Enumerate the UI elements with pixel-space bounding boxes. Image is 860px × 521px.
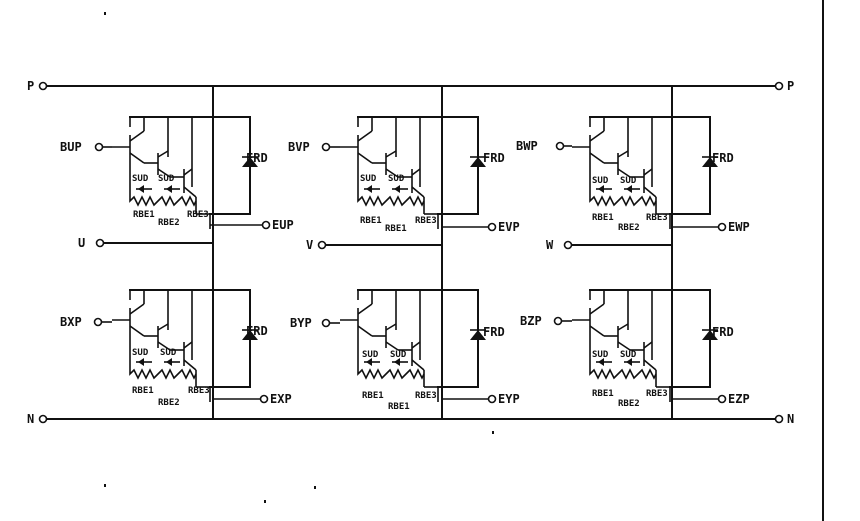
sud2-vp: SUD — [388, 174, 405, 184]
bxp-label: BXP — [60, 315, 82, 329]
exp-label: EXP — [270, 392, 292, 406]
bwp-terminal[interactable] — [555, 141, 565, 151]
rbe3-zp: RBE3 — [646, 389, 668, 399]
module-yp: BYP FRD SUD SUD RBE1 RBE1 RBE3 EYP — [290, 289, 520, 412]
sud2-zp: SUD — [620, 350, 637, 360]
w-label: W — [546, 238, 554, 252]
output-u: U — [78, 236, 214, 250]
eup-label: EUP — [272, 218, 294, 232]
n-right-label: N — [787, 412, 794, 426]
rbe2-zp: RBE2 — [618, 399, 640, 409]
sud2-xp: SUD — [160, 348, 177, 358]
rbe3-up: RBE3 — [187, 210, 209, 220]
sud2-wp: SUD — [620, 176, 637, 186]
exp-terminal[interactable] — [259, 394, 269, 404]
sud1-zp: SUD — [592, 350, 609, 360]
bup-terminal[interactable] — [94, 142, 104, 152]
rbe2-yp: RBE1 — [388, 402, 410, 412]
eup-terminal[interactable] — [261, 220, 271, 230]
module-vp: BVP FRD SUD SUD RBE1 RBE1 RBE3 EVP — [288, 116, 520, 234]
ezp-terminal[interactable] — [717, 394, 727, 404]
p-left-label: P — [27, 79, 34, 93]
sud1-xp: SUD — [132, 348, 149, 358]
frd-label-xp: FRD — [246, 324, 268, 338]
bup-label: BUP — [60, 140, 82, 154]
frd-label-vp: FRD — [483, 151, 505, 165]
frd-label-wp: FRD — [712, 151, 734, 165]
rbe2-wp: RBE2 — [618, 223, 640, 233]
bvp-label: BVP — [288, 140, 310, 154]
v-label: V — [306, 238, 313, 252]
p-left-terminal[interactable] — [38, 81, 48, 91]
eyp-terminal[interactable] — [487, 394, 497, 404]
v-terminal[interactable] — [317, 240, 327, 250]
scan-specks — [104, 12, 494, 503]
rbe2-up: RBE2 — [158, 218, 180, 228]
rbe3-vp: RBE3 — [415, 216, 437, 226]
sud1-yp: SUD — [362, 350, 379, 360]
output-v: V — [306, 238, 443, 252]
phase-verticals — [212, 85, 673, 420]
evp-label: EVP — [498, 220, 520, 234]
rbe3-yp: RBE3 — [415, 391, 437, 401]
module-wp: BWP FRD SUD SUD RBE1 RBE2 RBE3 EWP — [516, 116, 750, 234]
frd-label-yp: FRD — [483, 325, 505, 339]
byp-label: BYP — [290, 316, 312, 330]
n-left-label: N — [27, 412, 34, 426]
sud1-up: SUD — [132, 174, 149, 184]
bzp-label: BZP — [520, 314, 542, 328]
bwp-label: BWP — [516, 139, 538, 153]
rbe1-zp: RBE1 — [592, 389, 614, 399]
module-zp: BZP FRD SUD SUD RBE1 RBE2 RBE3 EZP — [520, 289, 750, 409]
rbe3-xp: RBE3 — [188, 386, 210, 396]
p-rail: P P — [27, 79, 794, 93]
bxp-terminal[interactable] — [93, 317, 103, 327]
rbe2-xp: RBE2 — [158, 398, 180, 408]
ezp-label: EZP — [728, 392, 750, 406]
bzp-terminal[interactable] — [553, 316, 563, 326]
frd-label-zp: FRD — [712, 325, 734, 339]
bvp-terminal[interactable] — [321, 142, 331, 152]
rbe2-vp: RBE1 — [385, 224, 407, 234]
rbe1-xp: RBE1 — [132, 386, 154, 396]
sud1-wp: SUD — [592, 176, 609, 186]
rbe3-wp: RBE3 — [646, 213, 668, 223]
p-right-terminal[interactable] — [774, 81, 784, 91]
n-rail: N N — [27, 412, 794, 426]
n-left-terminal[interactable] — [38, 414, 48, 424]
u-terminal[interactable] — [95, 238, 105, 248]
module-xp: BXP FRD SUD SUD RBE1 RBE2 RBE3 EXP — [60, 289, 292, 408]
w-terminal[interactable] — [563, 240, 573, 250]
rbe1-up: RBE1 — [133, 210, 155, 220]
sud2-up: SUD — [158, 174, 175, 184]
page-edge-line — [822, 0, 824, 521]
evp-terminal[interactable] — [487, 222, 497, 232]
p-right-label: P — [787, 79, 794, 93]
sud2-yp: SUD — [390, 350, 407, 360]
rbe1-vp: RBE1 — [360, 216, 382, 226]
output-w: W — [546, 238, 673, 252]
ewp-label: EWP — [728, 220, 750, 234]
rbe1-wp: RBE1 — [592, 213, 614, 223]
ewp-terminal[interactable] — [717, 222, 727, 232]
module-up: BUP FRD SUD SUD RBE1 RBE2 RBE3 EUP — [60, 116, 294, 232]
sud1-vp: SUD — [360, 174, 377, 184]
byp-terminal[interactable] — [321, 318, 331, 328]
u-label: U — [78, 236, 85, 250]
rbe1-yp: RBE1 — [362, 391, 384, 401]
eyp-label: EYP — [498, 392, 520, 406]
n-right-terminal[interactable] — [774, 414, 784, 424]
frd-label-up: FRD — [246, 151, 268, 165]
